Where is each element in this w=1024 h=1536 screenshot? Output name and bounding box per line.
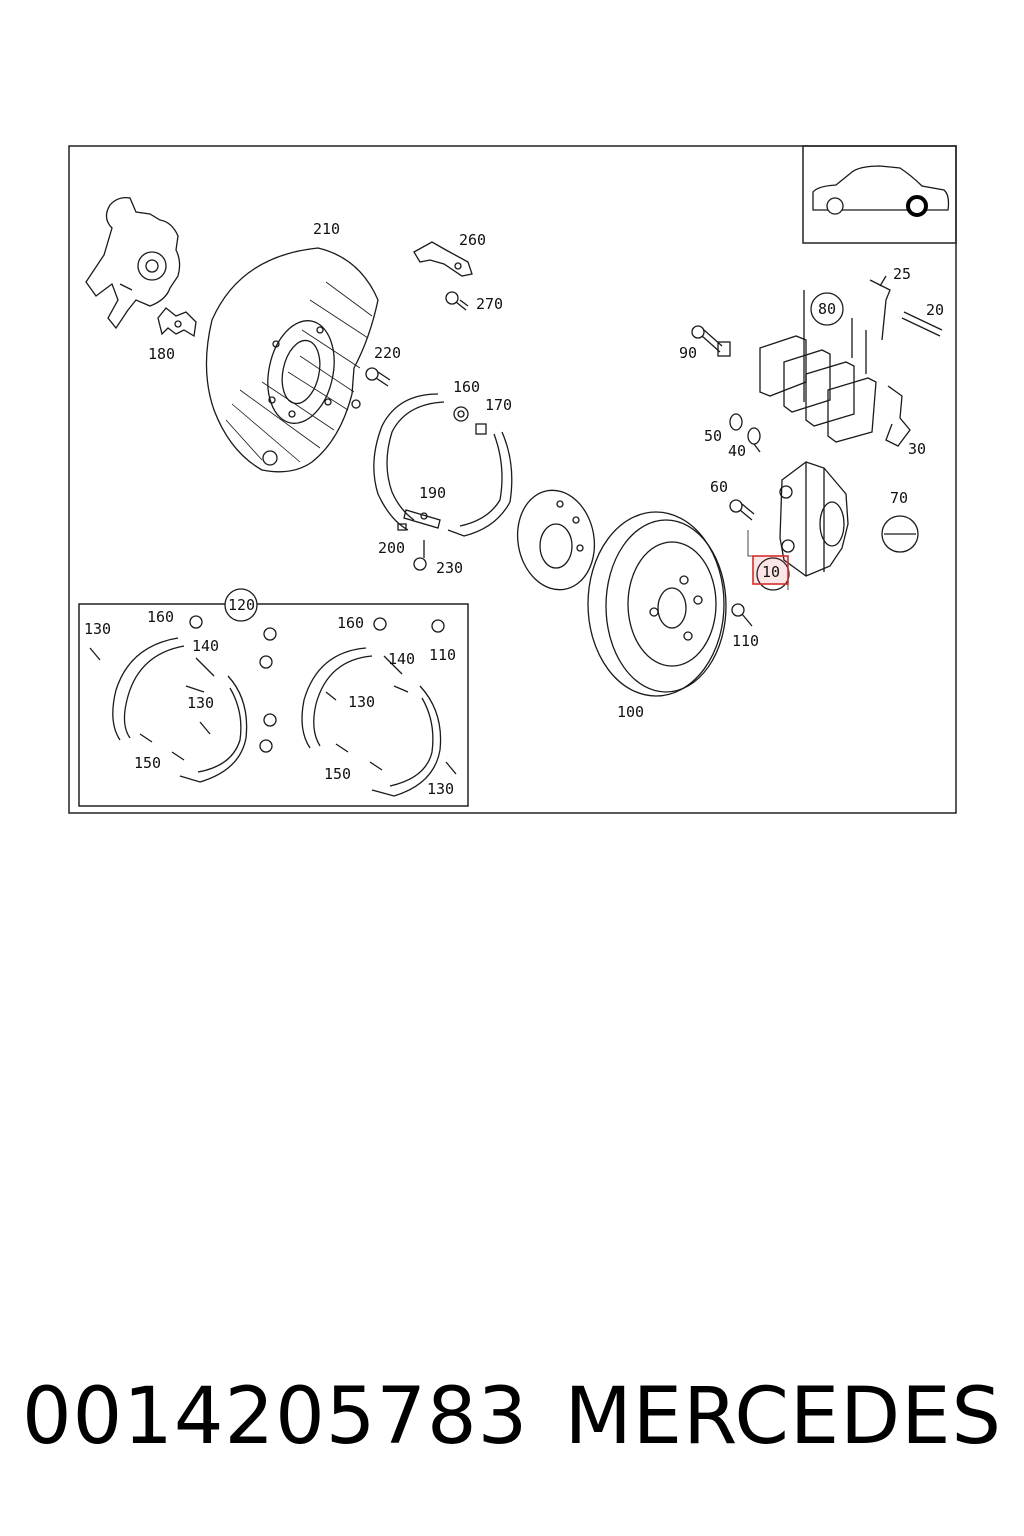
diagram-frame xyxy=(68,145,957,814)
bolt-90 xyxy=(691,325,731,357)
caliper xyxy=(779,461,849,577)
nut-160-170 xyxy=(453,406,487,435)
callout-220: 220 xyxy=(374,344,401,362)
callout-20: 20 xyxy=(926,301,944,319)
highlight-box-10 xyxy=(752,555,789,585)
bolt-230 xyxy=(413,540,427,571)
callout-160-b: 160 xyxy=(147,608,174,626)
callout-170: 170 xyxy=(485,396,512,414)
guide-pin-20 xyxy=(901,311,943,337)
bolt-110 xyxy=(731,603,753,627)
callout-110: 110 xyxy=(732,632,759,650)
bracket-180 xyxy=(157,307,197,338)
bolt-60 xyxy=(729,499,755,521)
callout-140-a: 140 xyxy=(192,637,219,655)
parking-brake-shoe xyxy=(373,393,513,537)
callout-140-b: 140 xyxy=(388,650,415,668)
callout-90: 90 xyxy=(679,344,697,362)
callout-150-a: 150 xyxy=(134,754,161,772)
shoe-kit-left xyxy=(89,615,277,783)
callout-110-b: 110 xyxy=(429,646,456,664)
cap-50-40 xyxy=(729,413,761,453)
caption-row: 0014205783 MERCEDES xyxy=(0,1362,1024,1472)
brand-name: MERCEDES xyxy=(564,1372,1002,1462)
callout-50: 50 xyxy=(704,427,722,445)
wheel-hub xyxy=(516,489,596,591)
callout-180: 180 xyxy=(148,345,175,363)
callout-130-d: 130 xyxy=(427,780,454,798)
callout-150-b: 150 xyxy=(324,765,351,783)
shoe-kit-inset xyxy=(78,603,469,807)
callout-70: 70 xyxy=(890,489,908,507)
callout-80: 80 xyxy=(818,300,836,318)
screw-270 xyxy=(445,291,469,311)
car-rear-wheel-icon xyxy=(802,145,957,244)
shoe-kit-right xyxy=(301,617,457,797)
callout-190: 190 xyxy=(419,484,446,502)
part-number: 0014205783 xyxy=(22,1372,529,1462)
clip-260 xyxy=(413,241,473,277)
hub-carrier xyxy=(85,197,181,330)
callout-80-circle xyxy=(810,292,844,326)
callout-25: 25 xyxy=(893,265,911,283)
pad-spring-30 xyxy=(885,385,911,447)
callout-200: 200 xyxy=(378,539,405,557)
brake-disc xyxy=(587,511,727,697)
callout-160-c: 160 xyxy=(337,614,364,632)
spring-200 xyxy=(397,523,407,531)
callout-130-a: 130 xyxy=(84,620,111,638)
callout-60: 60 xyxy=(710,478,728,496)
callout-10: 10 xyxy=(762,563,780,581)
callout-230: 230 xyxy=(436,559,463,577)
adjuster-190 xyxy=(403,509,441,529)
callout-100: 100 xyxy=(617,703,644,721)
callout-120-circle xyxy=(224,588,258,622)
callout-270: 270 xyxy=(476,295,503,313)
callout-120: 120 xyxy=(228,596,255,614)
repair-kit-70 xyxy=(881,515,919,553)
callout-130-b: 130 xyxy=(187,694,214,712)
backing-plate xyxy=(205,247,379,473)
callout-30: 30 xyxy=(908,440,926,458)
pad-wear-sensor-25 xyxy=(869,275,891,341)
callout-40: 40 xyxy=(728,442,746,460)
brake-pads xyxy=(759,290,877,443)
bolt-220 xyxy=(365,367,391,387)
callout-130-c: 130 xyxy=(348,693,375,711)
callout-160: 160 xyxy=(453,378,480,396)
callout-210: 210 xyxy=(313,220,340,238)
callout-260: 260 xyxy=(459,231,486,249)
